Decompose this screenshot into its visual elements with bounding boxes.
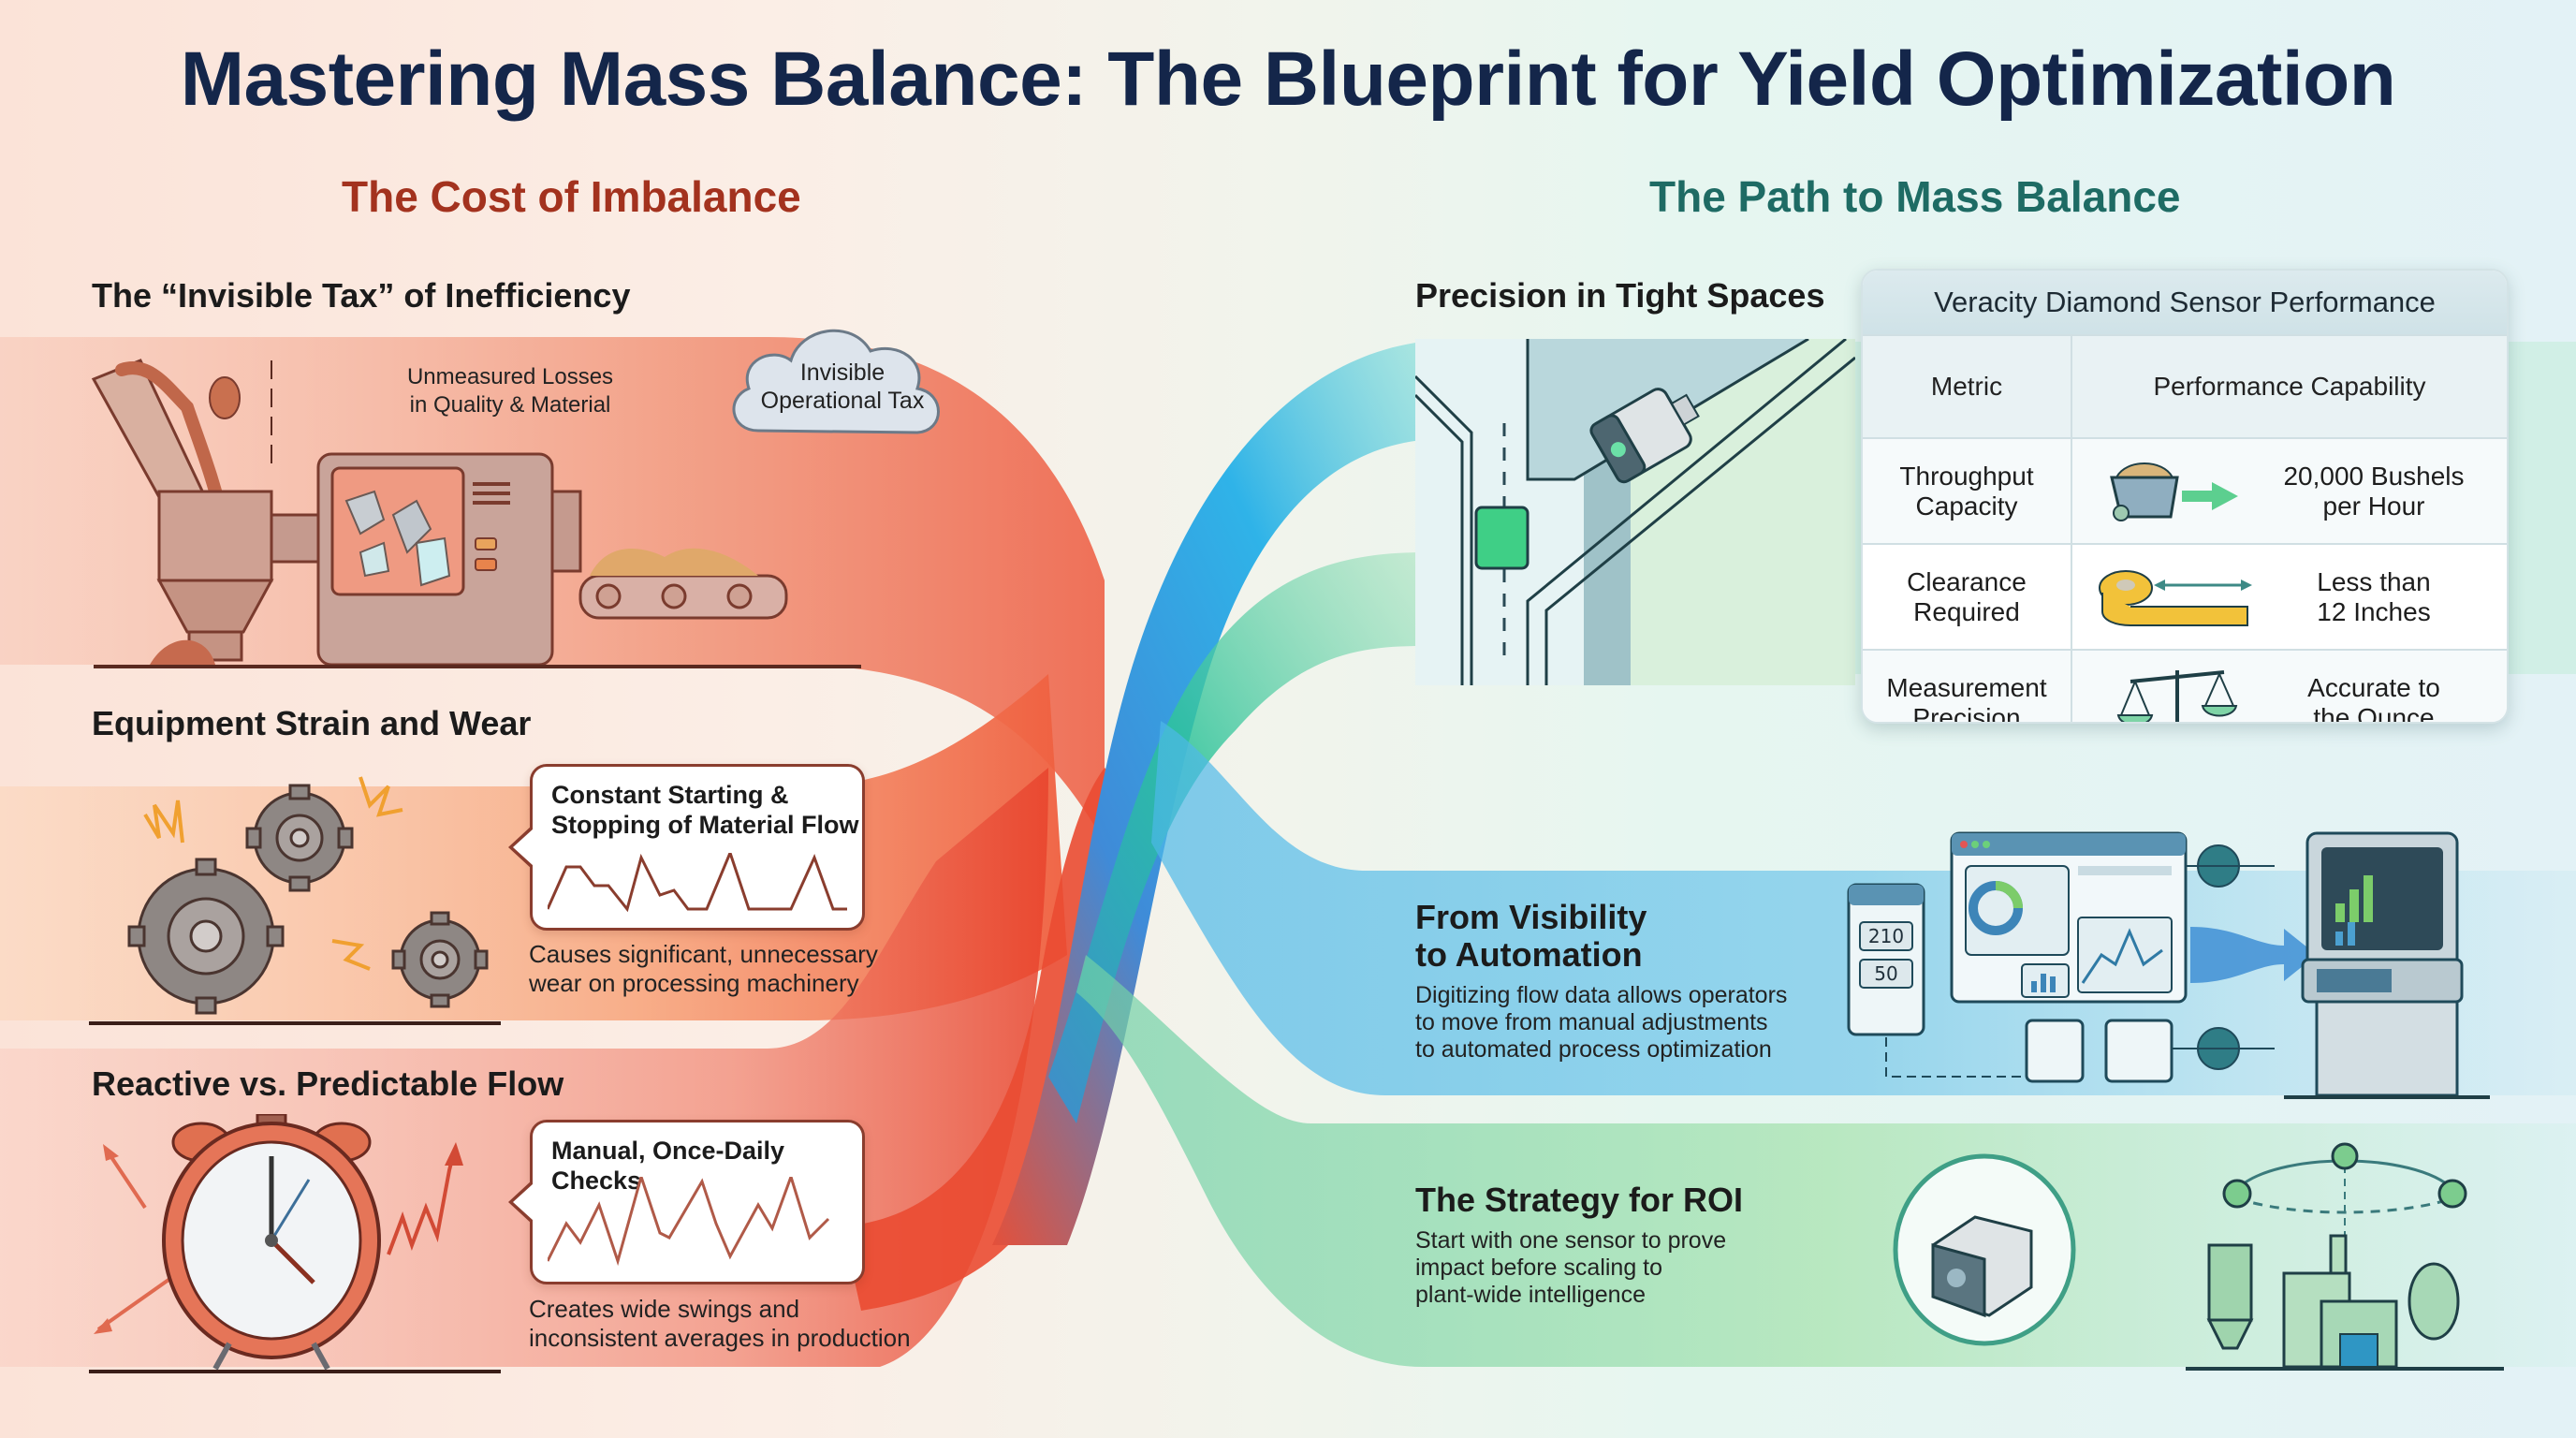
reactive-flow-heading: Reactive vs. Predictable Flow — [92, 1064, 564, 1103]
left-section-heading: The Cost of Imbalance — [342, 172, 801, 221]
readout-1: 210 — [1868, 925, 1904, 947]
dashboard-to-control-terminal-icon: 210 50 — [1847, 831, 2490, 1099]
value-cell: Less than 12 Inches — [2317, 566, 2431, 626]
equipment-strain-caption: Causes significant, unnecessary wear on … — [529, 940, 878, 997]
daily-checks-callout: Manual, Once-Daily Checks — [508, 1120, 865, 1284]
ribbon-right-3 — [1076, 955, 2576, 1367]
metric-cell: Measurement Precision — [1886, 672, 2047, 724]
precision-heading: Precision in Tight Spaces — [1415, 276, 1825, 315]
table-row: Throughput Capacity 20,000 Bushels per H… — [1863, 437, 2507, 543]
infographic-title: Mastering Mass Balance: The Blueprint fo… — [180, 37, 2396, 122]
automation-heading: From Visibility to Automation — [1415, 898, 1647, 974]
roi-heading: The Strategy for ROI — [1415, 1181, 1744, 1219]
alarm-clock-icon — [89, 1114, 501, 1373]
readout-2: 50 — [1874, 962, 1897, 985]
table-row: Clearance Required Less than 12 Inches — [1863, 543, 2507, 649]
equipment-strain-heading: Equipment Strain and Wear — [92, 704, 532, 742]
header-performance: Performance Capability — [2153, 372, 2426, 401]
chute-sensor-icon — [1415, 339, 1855, 685]
table-header-row: Metric Performance Capability — [1863, 334, 2507, 437]
metric-cell: Throughput Capacity — [1899, 461, 2034, 521]
ribbon-green-cross — [1048, 552, 1423, 1123]
unmeasured-losses-label: Unmeasured Losses in Quality & Material — [406, 364, 614, 418]
value-cell: Accurate to the Ounce — [2307, 672, 2440, 724]
grain-cart-arrow-icon — [2110, 462, 2238, 521]
cloud-icon — [732, 329, 940, 434]
worn-gears-icon — [89, 776, 501, 1025]
table-row: Measurement Precision Accura — [1863, 649, 2507, 724]
single-sensor-icon — [1893, 1153, 2076, 1346]
automation-body: Digitizing flow data allows operators to… — [1415, 982, 1788, 1063]
sensor-performance-table: Veracity Diamond Sensor Performance Metr… — [1861, 269, 2509, 724]
start-stop-sparkline — [548, 853, 847, 913]
erratic-sparkline — [548, 1177, 830, 1267]
connected-plant-icon — [2186, 1142, 2504, 1371]
header-metric: Metric — [1863, 336, 2072, 437]
daily-checks-callout-title: Manual, Once-Daily Checks — [551, 1137, 785, 1195]
balance-scale-icon — [2116, 669, 2238, 722]
value-cell: 20,000 Bushels per Hour — [2283, 461, 2465, 521]
right-section-heading: The Path to Mass Balance — [1649, 172, 2181, 221]
start-stop-callout: Constant Starting & Stopping of Material… — [508, 764, 865, 931]
table-caption: Veracity Diamond Sensor Performance — [1863, 271, 2507, 334]
tape-measure-icon — [2099, 569, 2252, 626]
processing-machine-icon — [91, 359, 861, 668]
roi-body: Start with one sensor to prove impact be… — [1415, 1227, 1727, 1308]
start-stop-callout-title: Constant Starting & Stopping of Material… — [551, 781, 859, 839]
invisible-tax-heading: The “Invisible Tax” of Inefficiency — [92, 276, 631, 315]
reactive-flow-caption: Creates wide swings and inconsistent ave… — [529, 1295, 911, 1352]
cloud-label: Invisible Operational Tax — [760, 360, 925, 414]
metric-cell: Clearance Required — [1907, 566, 2027, 626]
